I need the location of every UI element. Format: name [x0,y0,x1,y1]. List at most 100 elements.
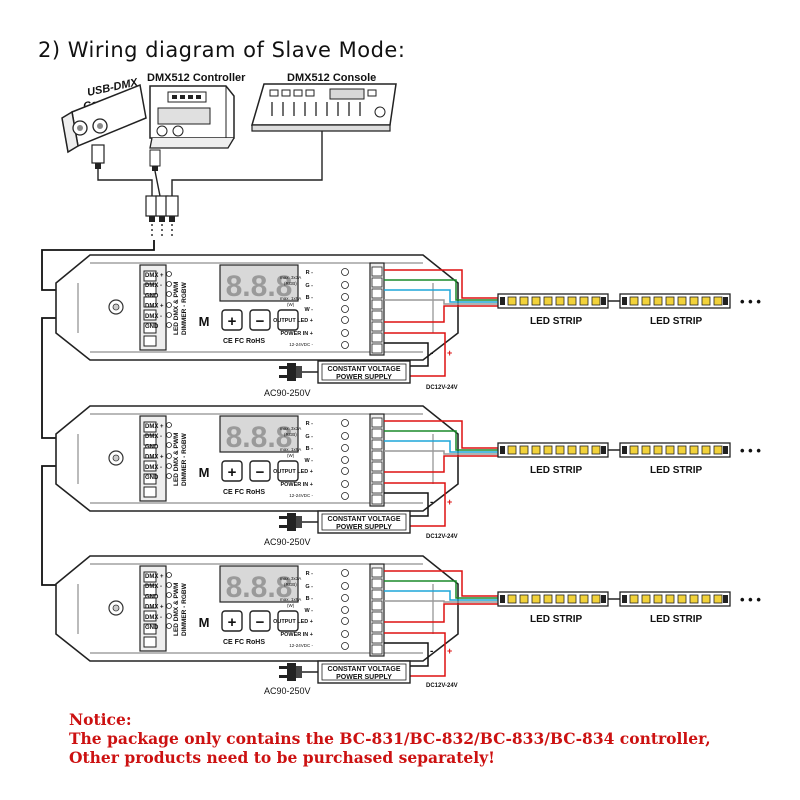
spec-rgb-unit: (RGB) [284,281,297,286]
power-supply-label-2: POWER SUPPLY [336,374,392,381]
dmx-pin-label: DMX + [145,273,164,279]
led-strip-1a [497,293,609,309]
spec-w: max. 1x9A [280,597,301,602]
product-name-line1: LED DMX & PWM [173,583,180,636]
plus-button-label: + [228,614,237,631]
product-name-line2: DIMMER - RGBW [181,281,188,335]
minus-button-label: − [256,313,265,330]
led-strip-label: LED STRIP [530,614,583,625]
notice-heading: Notice: [69,710,132,729]
plus-polarity: + [447,646,452,656]
output-pin-label: G - [305,584,313,590]
output-pin-label: W - [304,307,313,313]
spec-rgb: max. 3x3A [280,426,301,431]
dmx-controller [149,85,235,171]
led-strip-1b [619,293,731,309]
output-pin-label: W - [304,458,313,464]
mode-button-label: M [199,314,210,329]
dmx-controller-label: DMX512 Controller [147,72,246,84]
usb-dmx-converter [61,83,147,169]
output-pin-label: OUTPUT LED + [273,619,313,625]
output-pin-label: G - [305,434,313,440]
output-pin-label: B - [306,295,314,301]
dmx-pin-label: GND [145,475,159,481]
input-voltage-label: 12-24VDC - [289,493,313,498]
strip-continuation: • • • [740,443,761,458]
power-wires-2 [384,482,446,527]
power-supply-2: CONSTANT VOLTAGE POWER SUPPLY [279,510,411,534]
ac-voltage-label: AC90-250V [264,537,311,547]
output-pin-label: OUTPUT LED + [273,469,313,475]
notice-block: Notice: The package only contains the BC… [69,710,711,767]
dmx-pin-label: DMX - [145,434,162,440]
dmx-console-label: DMX512 Console [287,72,376,84]
power-supply-label-1: CONSTANT VOLTAGE [327,366,400,373]
product-name-line2: DIMMER - RGBW [181,432,188,486]
input-voltage-label: 12-24VDC - [289,342,313,347]
spec-rgb: max. 3x3A [280,275,301,280]
dmx-pin-label: GND [145,625,159,631]
power-supply-label-2: POWER SUPPLY [336,674,392,681]
dmx-pin-label: DMX - [145,283,162,289]
plus-polarity: + [447,348,452,358]
dmx-pin-label: GND [145,293,159,299]
led-strip-2a [497,442,609,458]
ac-plug-icon [279,363,302,381]
dmx-pin-label: DMX - [145,465,162,471]
output-pin-label: R - [306,571,314,577]
power-supply-label-2: POWER SUPPLY [336,524,392,531]
output-pin-label: B - [306,446,314,452]
output-pin-label: POWER IN + [280,482,313,488]
output-pin-label: OUTPUT LED + [273,318,313,324]
power-wires-1 [384,332,446,377]
spec-w-unit: (W) [287,302,295,307]
rgbw-output-wires-2 [384,420,508,473]
output-pin-label: B - [306,596,314,602]
notice-line-1: The package only contains the BC-831/BC-… [69,729,711,748]
segment-display: 8.8.8 [226,270,293,303]
ac-voltage-label: AC90-250V [264,388,311,398]
led-strip-3a [497,591,609,607]
minus-polarity: - [430,497,433,508]
output-pin-label: R - [306,270,314,276]
spec-rgb-unit: (RGB) [284,432,297,437]
plus-button-label: + [228,313,237,330]
spec-w-unit: (W) [287,453,295,458]
led-strip-label: LED STRIP [650,465,703,476]
dmx-pin-label: DMX + [145,605,164,611]
output-pin-label: G - [305,283,313,289]
dc-voltage-label: DC12V-24V [426,534,458,540]
output-pin-label: POWER IN + [280,632,313,638]
cert-marks: CE FC RoHS [223,489,265,496]
power-supply-label-1: CONSTANT VOLTAGE [327,516,400,523]
input-voltage-label: 12-24VDC - [289,643,313,648]
rgbw-output-wires-1 [384,269,508,323]
ac-plug-icon [279,663,302,681]
led-strip-label: LED STRIP [650,614,703,625]
cert-marks: CE FC RoHS [223,639,265,646]
output-pin-label: POWER IN + [280,331,313,337]
ac-voltage-label: AC90-250V [264,686,311,696]
power-supply-1: CONSTANT VOLTAGE POWER SUPPLY [279,360,411,384]
dmx-pin-label: DMX - [145,615,162,621]
minus-polarity: - [430,646,433,657]
dmx-pin-label: GND [145,324,159,330]
output-pin-label: W - [304,608,313,614]
dmx-pin-label: DMX + [145,304,164,310]
dc-voltage-label: DC12V-24V [426,683,458,689]
dmx-pin-label: DMX - [145,584,162,590]
dmx-pin-label: GND [145,594,159,600]
dmx-pin-label: DMX - [145,314,162,320]
output-pin-label: R - [306,421,314,427]
dmx-pin-label: GND [145,444,159,450]
strip-continuation: • • • [740,592,761,607]
spec-rgb: max. 3x3A [280,576,301,581]
plus-button-label: + [228,464,237,481]
product-name-line2: DIMMER - RGBW [181,582,188,636]
mode-button-label: M [199,615,210,630]
minus-button-label: − [256,614,265,631]
ac-plug-icon [279,513,302,531]
